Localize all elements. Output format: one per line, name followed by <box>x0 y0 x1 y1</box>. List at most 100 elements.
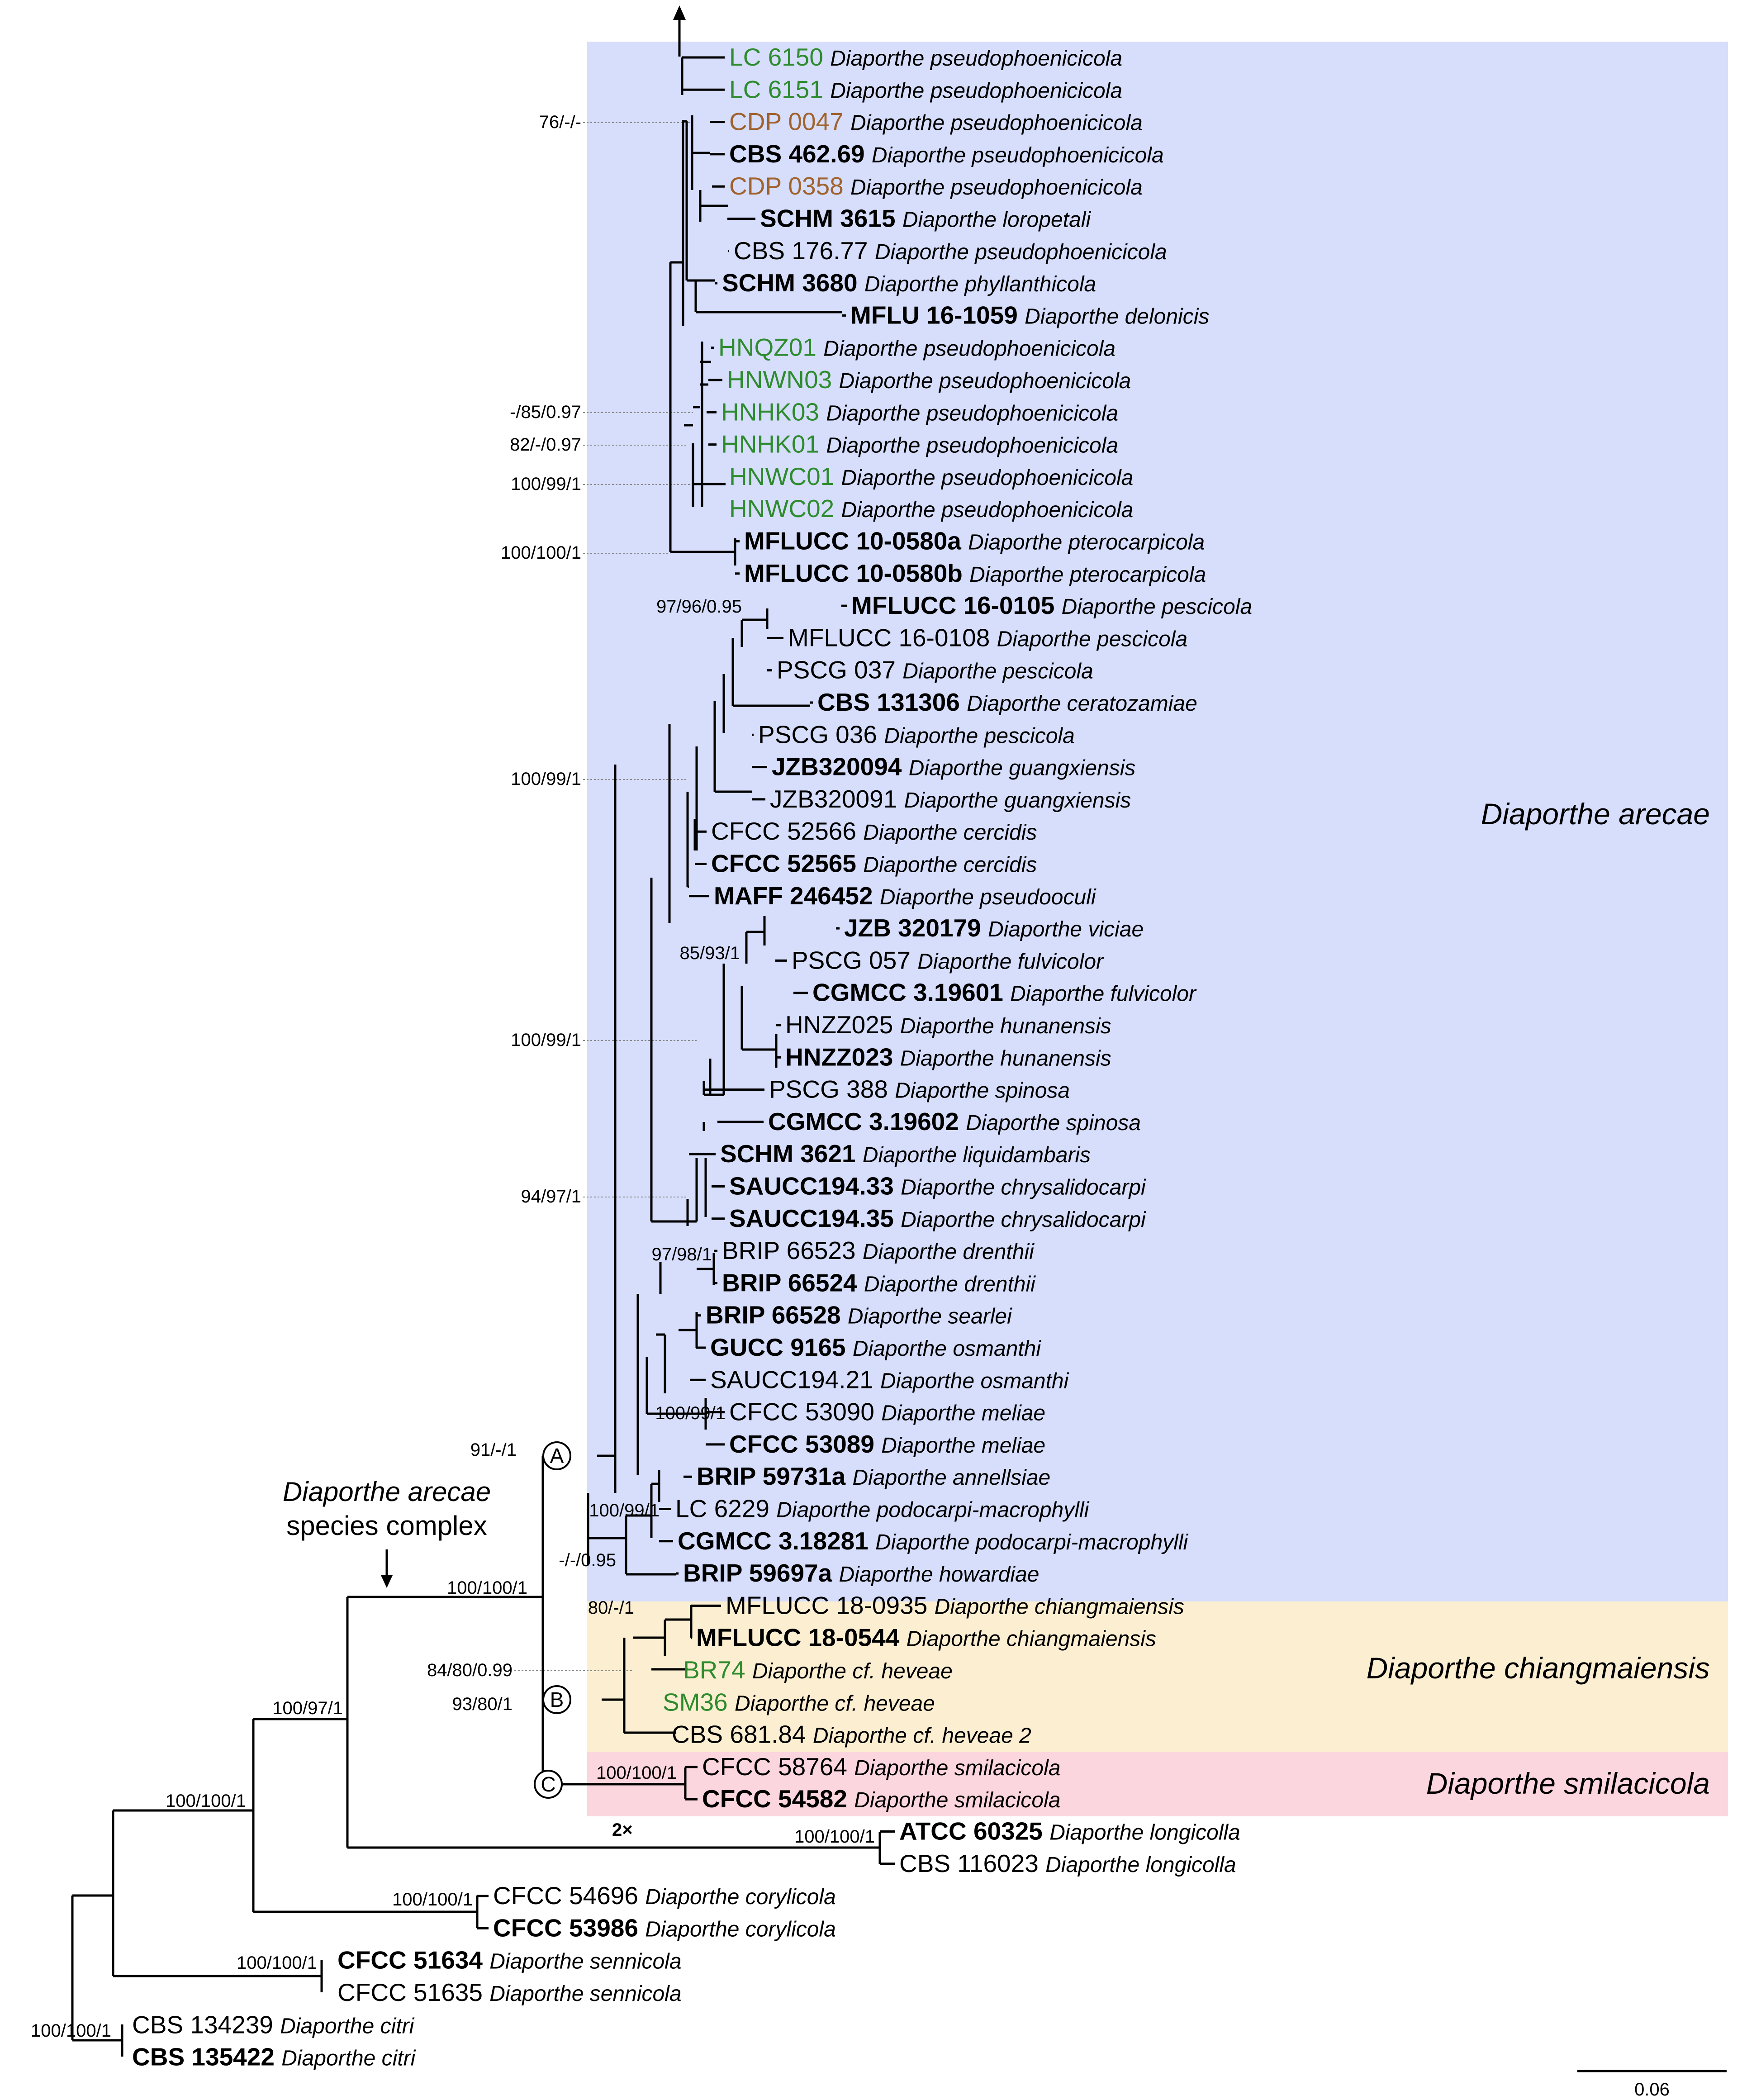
species-name: Diaporthe meliae <box>881 1434 1045 1458</box>
node-letter-b: B <box>550 1688 564 1711</box>
support-value: 100/97/1 <box>272 1698 343 1718</box>
strain-name: MFLU 16-1059 <box>850 301 1025 329</box>
strain-name: BRIP 66524 <box>722 1269 864 1297</box>
strain-name: SCHM 3615 <box>760 204 902 233</box>
taxon-label: BRIP 59731a Diaporthe annellsiae <box>697 1462 1050 1490</box>
species-name: Diaporthe cf. heveae <box>752 1659 953 1683</box>
strain-name: CGMCC 3.19602 <box>768 1107 966 1136</box>
taxon-label: PSCG 057 Diaporthe fulvicolor <box>792 946 1104 974</box>
taxon-label: SM36 Diaporthe cf. heveae <box>663 1688 935 1716</box>
clade-box-arecae <box>587 42 1728 1601</box>
support-value: 84/80/0.99 <box>427 1660 513 1680</box>
strain-name: JZB 320179 <box>844 914 988 942</box>
strain-name: CFCC 51634 <box>337 1946 489 1974</box>
strain-name: HNZZ025 <box>785 1011 900 1039</box>
species-name: Diaporthe cercidis <box>863 821 1037 845</box>
strain-name: MFLUCC 16-0105 <box>851 591 1062 619</box>
strain-name: CFCC 51635 <box>337 1978 489 2006</box>
strain-name: CDP 0047 <box>729 108 850 136</box>
strain-name: CBS 681.84 <box>672 1720 813 1748</box>
strain-name: PSCG 388 <box>769 1075 895 1103</box>
taxon-label: HNWC01 Diaporthe pseudophoenicicola <box>729 462 1133 490</box>
taxon-label: SCHM 3615 Diaporthe loropetali <box>760 204 1091 233</box>
species-name: Diaporthe pseudophoenicicola <box>850 111 1143 135</box>
scale-bar-label: 0.06 <box>1634 2080 1670 2100</box>
strain-name: MFLUCC 18-0544 <box>696 1624 907 1652</box>
taxon-label: CFCC 53090 Diaporthe meliae <box>729 1398 1045 1426</box>
strain-name: LC 6151 <box>729 75 830 103</box>
strain-name: JZB320091 <box>770 785 904 813</box>
strain-name: CFCC 53090 <box>729 1398 881 1426</box>
strain-name: CFCC 53089 <box>729 1430 881 1458</box>
strain-name: MFLUCC 10-0580b <box>744 559 969 587</box>
strain-name: CBS 131306 <box>817 688 967 716</box>
taxon-label: CFCC 54582 Diaporthe smilacicola <box>702 1785 1060 1813</box>
species-name: Diaporthe drenthii <box>863 1240 1035 1264</box>
species-name: Diaporthe chrysalidocarpi <box>901 1176 1146 1200</box>
taxon-label: MFLUCC 16-0105 Diaporthe pescicola <box>851 591 1252 619</box>
species-name: Diaporthe chiangmaiensis <box>907 1627 1156 1651</box>
complex-arrow-head <box>381 1575 393 1588</box>
support-value: 100/99/1 <box>511 769 581 789</box>
strain-name: CBS 135422 <box>132 2043 281 2071</box>
strain-name: MFLUCC 18-0935 <box>726 1591 935 1619</box>
species-name: Diaporthe annellsiae <box>853 1466 1051 1490</box>
taxon-label: CFCC 52566 Diaporthe cercidis <box>711 817 1037 845</box>
species-name: Diaporthe chiangmaiensis <box>935 1595 1184 1619</box>
taxon-label: CBS 462.69 Diaporthe pseudophoenicicola <box>729 140 1164 168</box>
support-value: 100/100/1 <box>392 1890 473 1910</box>
taxon-label: HNZZ023 Diaporthe hunanensis <box>785 1043 1111 1071</box>
taxon-label: CBS 135422 Diaporthe citri <box>132 2043 416 2071</box>
support-value: 80/-/1 <box>588 1598 634 1618</box>
node-circle-a <box>542 1441 571 1470</box>
strain-name: SCHM 3680 <box>722 269 864 297</box>
taxon-label: MFLUCC 18-0544 Diaporthe chiangmaiensis <box>696 1624 1156 1652</box>
strain-name: BR74 <box>683 1656 752 1684</box>
complex-label-line2: species complex <box>286 1511 487 1541</box>
strain-name: PSCG 036 <box>758 720 884 748</box>
node-letter-a: A <box>550 1444 564 1468</box>
taxon-label: BRIP 66528 Diaporthe searlei <box>706 1301 1012 1329</box>
species-name: Diaporthe delonicis <box>1025 304 1209 328</box>
species-name: Diaporthe cf. heveae <box>735 1691 935 1715</box>
strain-name: GUCC 9165 <box>710 1333 853 1361</box>
strain-name: BRIP 66523 <box>722 1236 863 1264</box>
species-name: Diaporthe hunanensis <box>900 1014 1111 1038</box>
species-name: Diaporthe cf. heveae 2 <box>813 1724 1031 1748</box>
species-name: Diaporthe spinosa <box>895 1079 1070 1103</box>
support-value: 94/97/1 <box>521 1187 581 1207</box>
taxon-label: PSCG 036 Diaporthe pescicola <box>758 720 1075 748</box>
strain-name: PSCG 037 <box>777 656 902 684</box>
taxon-label: CFCC 53986 Diaporthe corylicola <box>493 1914 836 1942</box>
support-value: 85/93/1 <box>680 943 740 963</box>
support-value: -/85/0.97 <box>510 402 581 422</box>
species-name: Diaporthe pseudooculi <box>880 885 1096 909</box>
taxon-label: MFLUCC 10-0580b Diaporthe pterocarpicola <box>744 559 1206 587</box>
taxon-label: BRIP 59697a Diaporthe howardiae <box>683 1559 1039 1587</box>
support-value: 93/80/1 <box>452 1694 513 1714</box>
taxon-label: CFCC 52565 Diaporthe cercidis <box>711 850 1037 878</box>
species-name: Diaporthe corylicola <box>645 1885 836 1909</box>
strain-name: ATCC 60325 <box>899 1817 1049 1845</box>
taxon-label: PSCG 037 Diaporthe pescicola <box>777 656 1093 684</box>
taxon-label: MFLUCC 18-0935 Diaporthe chiangmaiensis <box>726 1591 1184 1619</box>
taxon-label: LC 6150 Diaporthe pseudophoenicicola <box>729 43 1122 71</box>
support-value: 100/100/1 <box>596 1763 677 1783</box>
continuation-arrow-head <box>673 5 686 20</box>
species-name: Diaporthe pseudophoenicicola <box>830 79 1122 103</box>
species-name: Diaporthe smilacicola <box>854 1788 1060 1812</box>
strain-name: LC 6150 <box>729 43 830 71</box>
species-name: Diaporthe pterocarpicola <box>968 531 1205 555</box>
strain-name: CBS 176.77 <box>734 237 875 265</box>
taxon-label: GUCC 9165 Diaporthe osmanthi <box>710 1333 1041 1361</box>
taxon-label: JZB320094 Diaporthe guangxiensis <box>772 753 1135 781</box>
taxon-label: JZB320091 Diaporthe guangxiensis <box>770 785 1131 813</box>
clade-box-chiangmaiensis <box>587 1601 1728 1752</box>
clade-label-smilacicola: Diaporthe smilacicola <box>1426 1767 1710 1800</box>
support-value: 100/99/1 <box>655 1403 726 1423</box>
strain-name: JZB320094 <box>772 753 909 781</box>
support-value: 100/100/1 <box>237 1953 317 1973</box>
species-name: Diaporthe liquidambaris <box>863 1143 1091 1167</box>
strain-name: CFCC 54582 <box>702 1785 854 1813</box>
strain-name: SM36 <box>663 1688 735 1716</box>
